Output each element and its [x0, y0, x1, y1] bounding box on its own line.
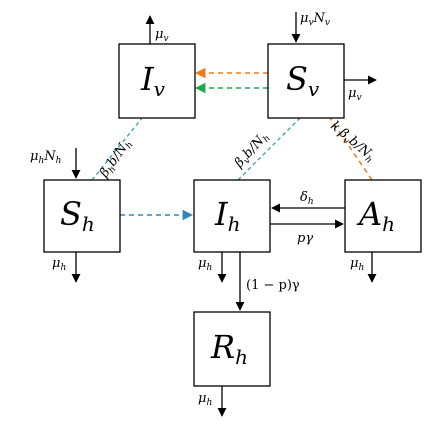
sv-label: Sv	[286, 60, 320, 101]
iv-death-label: μv	[155, 27, 169, 44]
ih-box	[193, 179, 271, 253]
rh-box	[193, 311, 271, 387]
ah-death-label: μh	[350, 256, 364, 273]
ah-sv-infection-link	[329, 117, 373, 181]
ih-to-ah-label: pγ	[297, 231, 313, 246]
iv-label: Iv	[140, 60, 166, 101]
ih-sv-infection-link	[237, 117, 301, 181]
sh-iv-infection-link	[91, 117, 143, 181]
ah-box	[344, 179, 422, 253]
rh-label: Rh	[210, 328, 248, 369]
sv-box	[267, 43, 345, 119]
iv-box	[118, 43, 196, 119]
rh-death-label: μh	[198, 391, 212, 408]
ih-death-label: μh	[198, 256, 212, 273]
sh-iv-rate-label: βhb/Nh	[96, 136, 135, 182]
sh-recruitment-label: μhNh	[30, 149, 61, 166]
ih-to-rh-label: (1 − p)γ	[246, 278, 300, 293]
ih-sv-rate-label: βvb/Nh	[231, 129, 273, 173]
sv-recruitment-label: μvNv	[300, 11, 330, 28]
sh-label: Sh	[60, 195, 95, 236]
sv-death-label: μv	[348, 86, 362, 103]
ah-to-ih-label: δh	[300, 190, 314, 207]
sh-box	[43, 179, 121, 253]
ah-label: Ah	[356, 195, 395, 236]
ih-label: Ih	[214, 195, 241, 236]
sh-death-label: μh	[52, 256, 66, 273]
ah-sv-rate-label: kβvb/Nh	[326, 119, 378, 166]
